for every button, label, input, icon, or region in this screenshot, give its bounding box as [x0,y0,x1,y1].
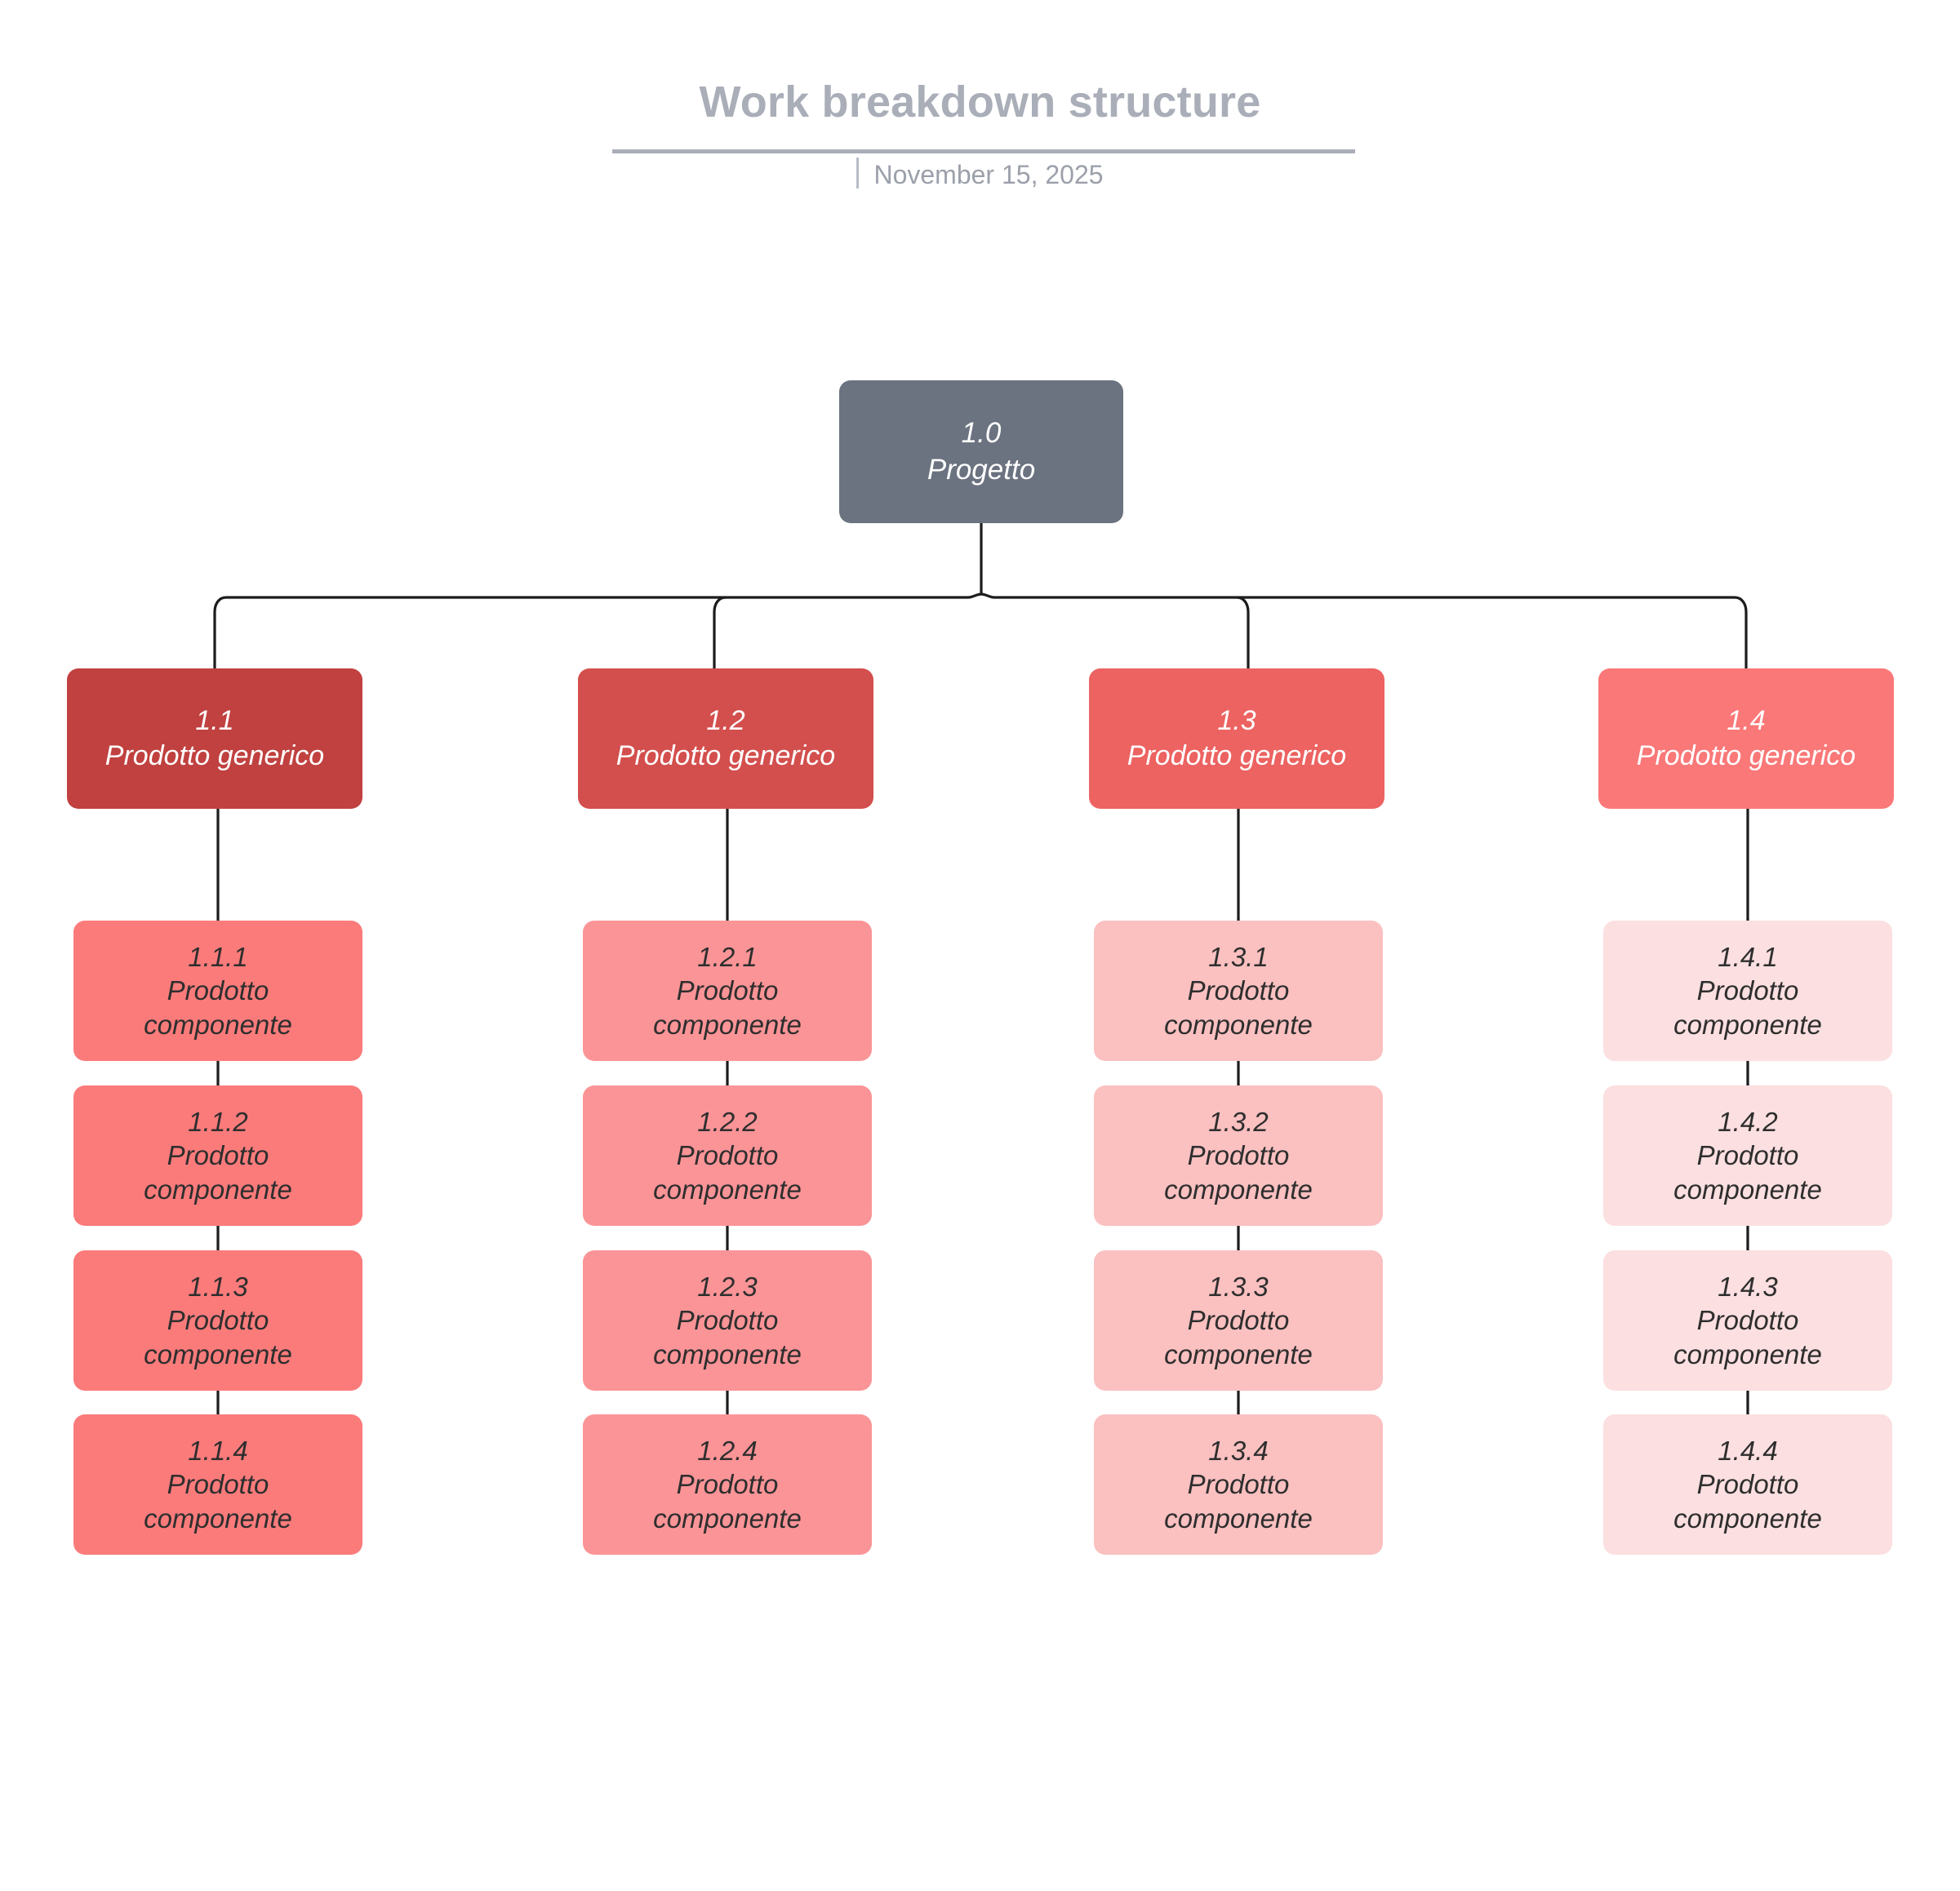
connector-bus-c2 [1235,596,1250,670]
wbs-node-1-1[interactable]: 1.1 Prodotto generico [67,668,362,809]
node-id: 1.4.2 [1718,1106,1778,1137]
node-label-line1: Prodotto [1696,975,1799,1006]
wbs-node-root[interactable]: 1.0 Progetto [839,380,1123,523]
node-label: Prodotto generico [1636,740,1856,771]
node-id: 1.4 [1727,705,1766,737]
node-id: 1.1.3 [188,1271,248,1302]
node-id: 1.0 [961,417,1002,450]
node-label-line1: Prodotto [1696,1469,1799,1500]
node-id: 1.3 [1217,705,1256,737]
node-id: 1.4.4 [1718,1435,1778,1466]
node-label-line2: componente [1164,1174,1313,1205]
node-id: 1.2.3 [697,1271,758,1302]
node-id: 1.2.4 [697,1435,758,1466]
node-label-line1: Prodotto [676,1140,779,1171]
connector-bus-c1 [713,596,727,670]
wbs-node-1-4[interactable]: 1.4 Prodotto generico [1598,668,1894,809]
node-label-line2: componente [1164,1009,1313,1040]
node-label: Prodotto generico [616,740,836,771]
node-label-line1: Prodotto [1696,1305,1799,1336]
wbs-node-1-4-2[interactable]: 1.4.2 Prodotto componente [1603,1085,1892,1226]
title-divider [612,149,1355,153]
node-label-line2: componente [653,1338,802,1369]
node-label-line2: componente [653,1009,802,1040]
connector-bus-left [213,593,983,670]
node-label-line1: Prodotto [676,975,779,1006]
wbs-node-1-1-4[interactable]: 1.1.4 Prodotto componente [73,1414,362,1555]
node-label-line2: componente [1673,1009,1822,1040]
wbs-node-1-2-4[interactable]: 1.2.4 Prodotto componente [583,1414,872,1555]
node-id: 1.3.3 [1208,1271,1269,1302]
node-label-line1: Prodotto [1696,1140,1799,1171]
page-title: Work breakdown structure [699,78,1261,127]
node-id: 1.1.2 [188,1106,248,1137]
page-subtitle: November 15, 2025 [0,158,1960,197]
node-label-line1: Prodotto [1187,1469,1290,1500]
wbs-node-1-1-3[interactable]: 1.1.3 Prodotto componente [73,1250,362,1391]
node-label-line2: componente [653,1174,802,1205]
node-label: Progetto [927,453,1036,486]
wbs-node-1-2-2[interactable]: 1.2.2 Prodotto componente [583,1085,872,1226]
node-id: 1.2 [706,705,745,737]
wbs-node-1-4-4[interactable]: 1.4.4 Prodotto componente [1603,1414,1892,1555]
node-label-line1: Prodotto [676,1469,779,1500]
wbs-node-1-1-1[interactable]: 1.1.1 Prodotto componente [73,921,362,1061]
page-date: November 15, 2025 [873,160,1104,189]
node-label-line1: Prodotto [1187,975,1290,1006]
node-id: 1.4.3 [1718,1271,1778,1302]
wbs-node-1-3-3[interactable]: 1.3.3 Prodotto componente [1094,1250,1383,1391]
node-label-line1: Prodotto [167,975,269,1006]
node-label-line2: componente [1673,1174,1822,1205]
node-id: 1.3.1 [1208,941,1269,972]
node-label-line2: componente [144,1503,292,1534]
node-label-line1: Prodotto [676,1305,779,1336]
wbs-node-1-4-1[interactable]: 1.4.1 Prodotto componente [1603,921,1892,1061]
node-id: 1.2.2 [697,1106,758,1137]
wbs-node-1-2-1[interactable]: 1.2.1 Prodotto componente [583,921,872,1061]
node-id: 1.3.2 [1208,1106,1269,1137]
wbs-node-1-2[interactable]: 1.2 Prodotto generico [578,668,873,809]
wbs-node-1-4-3[interactable]: 1.4.3 Prodotto componente [1603,1250,1892,1391]
node-label-line2: componente [653,1503,802,1534]
node-label-line1: Prodotto [1187,1140,1290,1171]
wbs-node-1-3-1[interactable]: 1.3.1 Prodotto componente [1094,921,1383,1061]
node-label-line1: Prodotto [167,1140,269,1171]
node-label: Prodotto generico [1127,740,1347,771]
wbs-node-1-3[interactable]: 1.3 Prodotto generico [1089,668,1384,809]
node-label-line2: componente [1164,1338,1313,1369]
wbs-node-1-3-4[interactable]: 1.3.4 Prodotto componente [1094,1414,1383,1555]
node-label: Prodotto generico [104,740,325,771]
node-label-line2: componente [144,1009,292,1040]
node-id: 1.3.4 [1208,1435,1269,1466]
node-label-line1: Prodotto [167,1469,269,1500]
wbs-node-1-3-2[interactable]: 1.3.2 Prodotto componente [1094,1085,1383,1226]
node-label-line2: componente [1673,1338,1822,1369]
node-id: 1.1 [195,705,234,737]
node-id: 1.1.1 [188,941,248,972]
wbs-node-1-2-3[interactable]: 1.2.3 Prodotto componente [583,1250,872,1391]
node-id: 1.4.1 [1718,941,1778,972]
node-id: 1.2.1 [697,941,758,972]
node-label-line2: componente [1164,1503,1313,1534]
node-label-line2: componente [144,1338,292,1369]
wbs-node-1-1-2[interactable]: 1.1.2 Prodotto componente [73,1085,362,1226]
subtitle-accent-bar [856,158,860,189]
node-id: 1.1.4 [188,1435,248,1466]
node-label-line1: Prodotto [1187,1305,1290,1336]
node-label-line2: componente [1673,1503,1822,1534]
node-label-line2: componente [144,1174,292,1205]
connector-bus-right [980,593,1748,670]
node-label-line1: Prodotto [167,1305,269,1336]
